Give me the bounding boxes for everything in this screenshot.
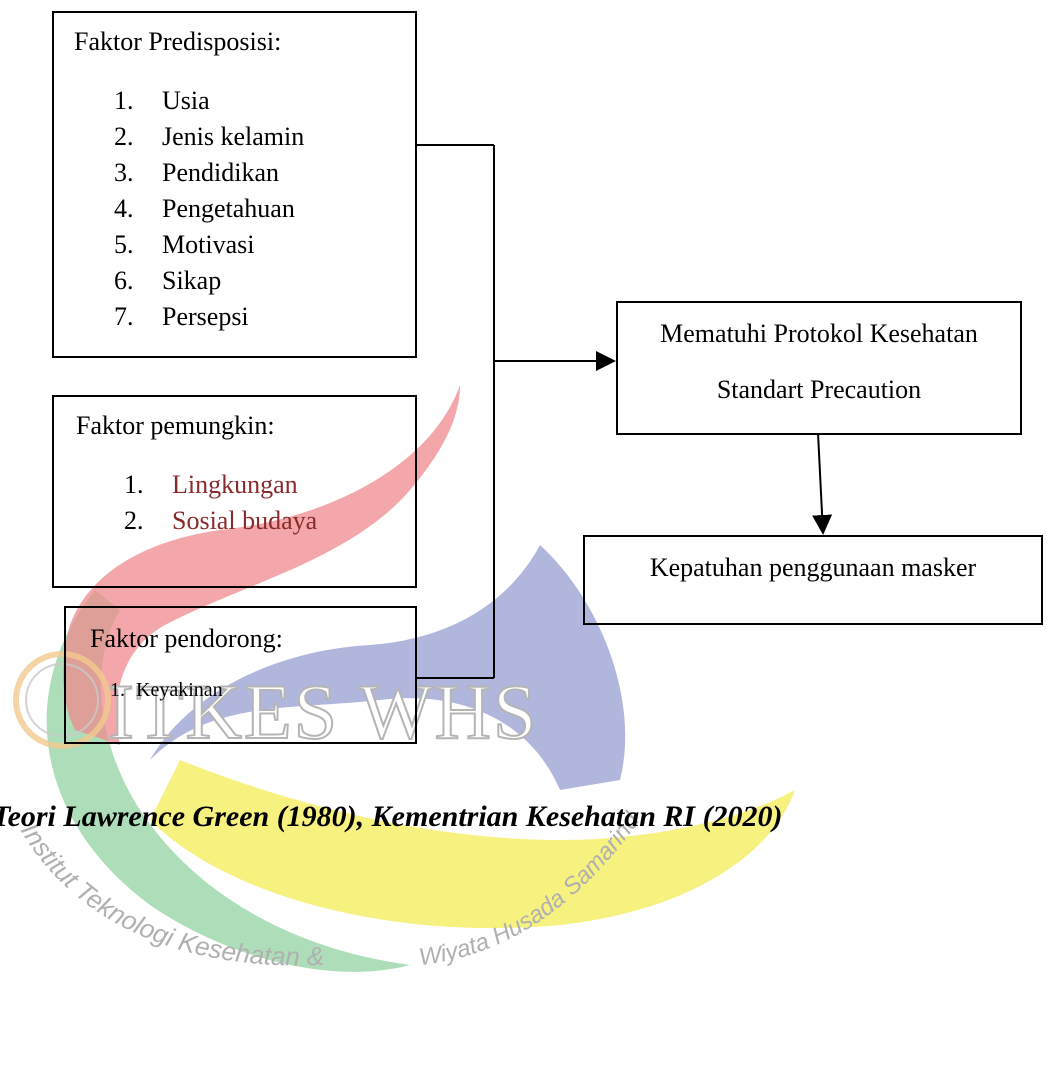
reinforcing-factors-box: Faktor pendorong: 1.Keyakinan [64,606,417,744]
protocol-line-2: Standart Precaution [716,375,922,404]
list-item: 1.Lingkungan [124,470,298,499]
enabling-factors-box: Faktor pemungkin: 1.Lingkungan 2.Sosial … [52,395,417,588]
list-item: 7.Persepsi [114,302,249,331]
watermark-blue-swoosh [150,545,626,790]
watermark-logo-text: ITKES WHS [108,668,538,755]
predisposing-factors-box: Faktor Predisposisi: 1.Usia 2.Jenis kela… [52,11,417,358]
watermark-green-swoosh [46,590,410,972]
protocol-box: Mematuhi Protokol Kesehatan Standart Pre… [616,301,1022,435]
predisposing-heading: Faktor Predisposisi: [74,27,282,56]
predisposing-list: 1.Usia 2.Jenis kelamin 3.Pendidikan 4.Pe… [114,83,304,335]
list-item: 1.Usia [114,86,210,115]
watermark-yellow-swoosh [150,760,795,929]
list-item: 6.Sikap [114,266,222,295]
outcome-box: Kepatuhan penggunaan masker [583,535,1043,625]
list-item: 1.Keyakinan [110,679,223,701]
arrow-to-outcome [812,432,833,535]
outcome-label: Kepatuhan penggunaan masker [649,553,977,582]
enabling-heading: Faktor pemungkin: [76,411,275,440]
enabling-list: 1.Lingkungan 2.Sosial budaya [124,467,317,539]
list-item: 2.Sosial budaya [124,506,318,535]
figure-caption: Teori Lawrence Green (1980), Kementrian … [0,800,783,833]
list-item: 5.Motivasi [114,230,255,259]
watermark-red-swoosh [63,385,461,745]
watermark-globe-icon [13,651,111,749]
reinforcing-list: 1.Keyakinan [110,672,223,708]
list-item: 2.Jenis kelamin [114,122,305,151]
list-item: 4.Pengetahuan [114,194,295,223]
reinforcing-heading: Faktor pendorong: [90,624,283,653]
protocol-line-1: Mematuhi Protokol Kesehatan [660,319,978,348]
list-item: 3.Pendidikan [114,158,279,187]
